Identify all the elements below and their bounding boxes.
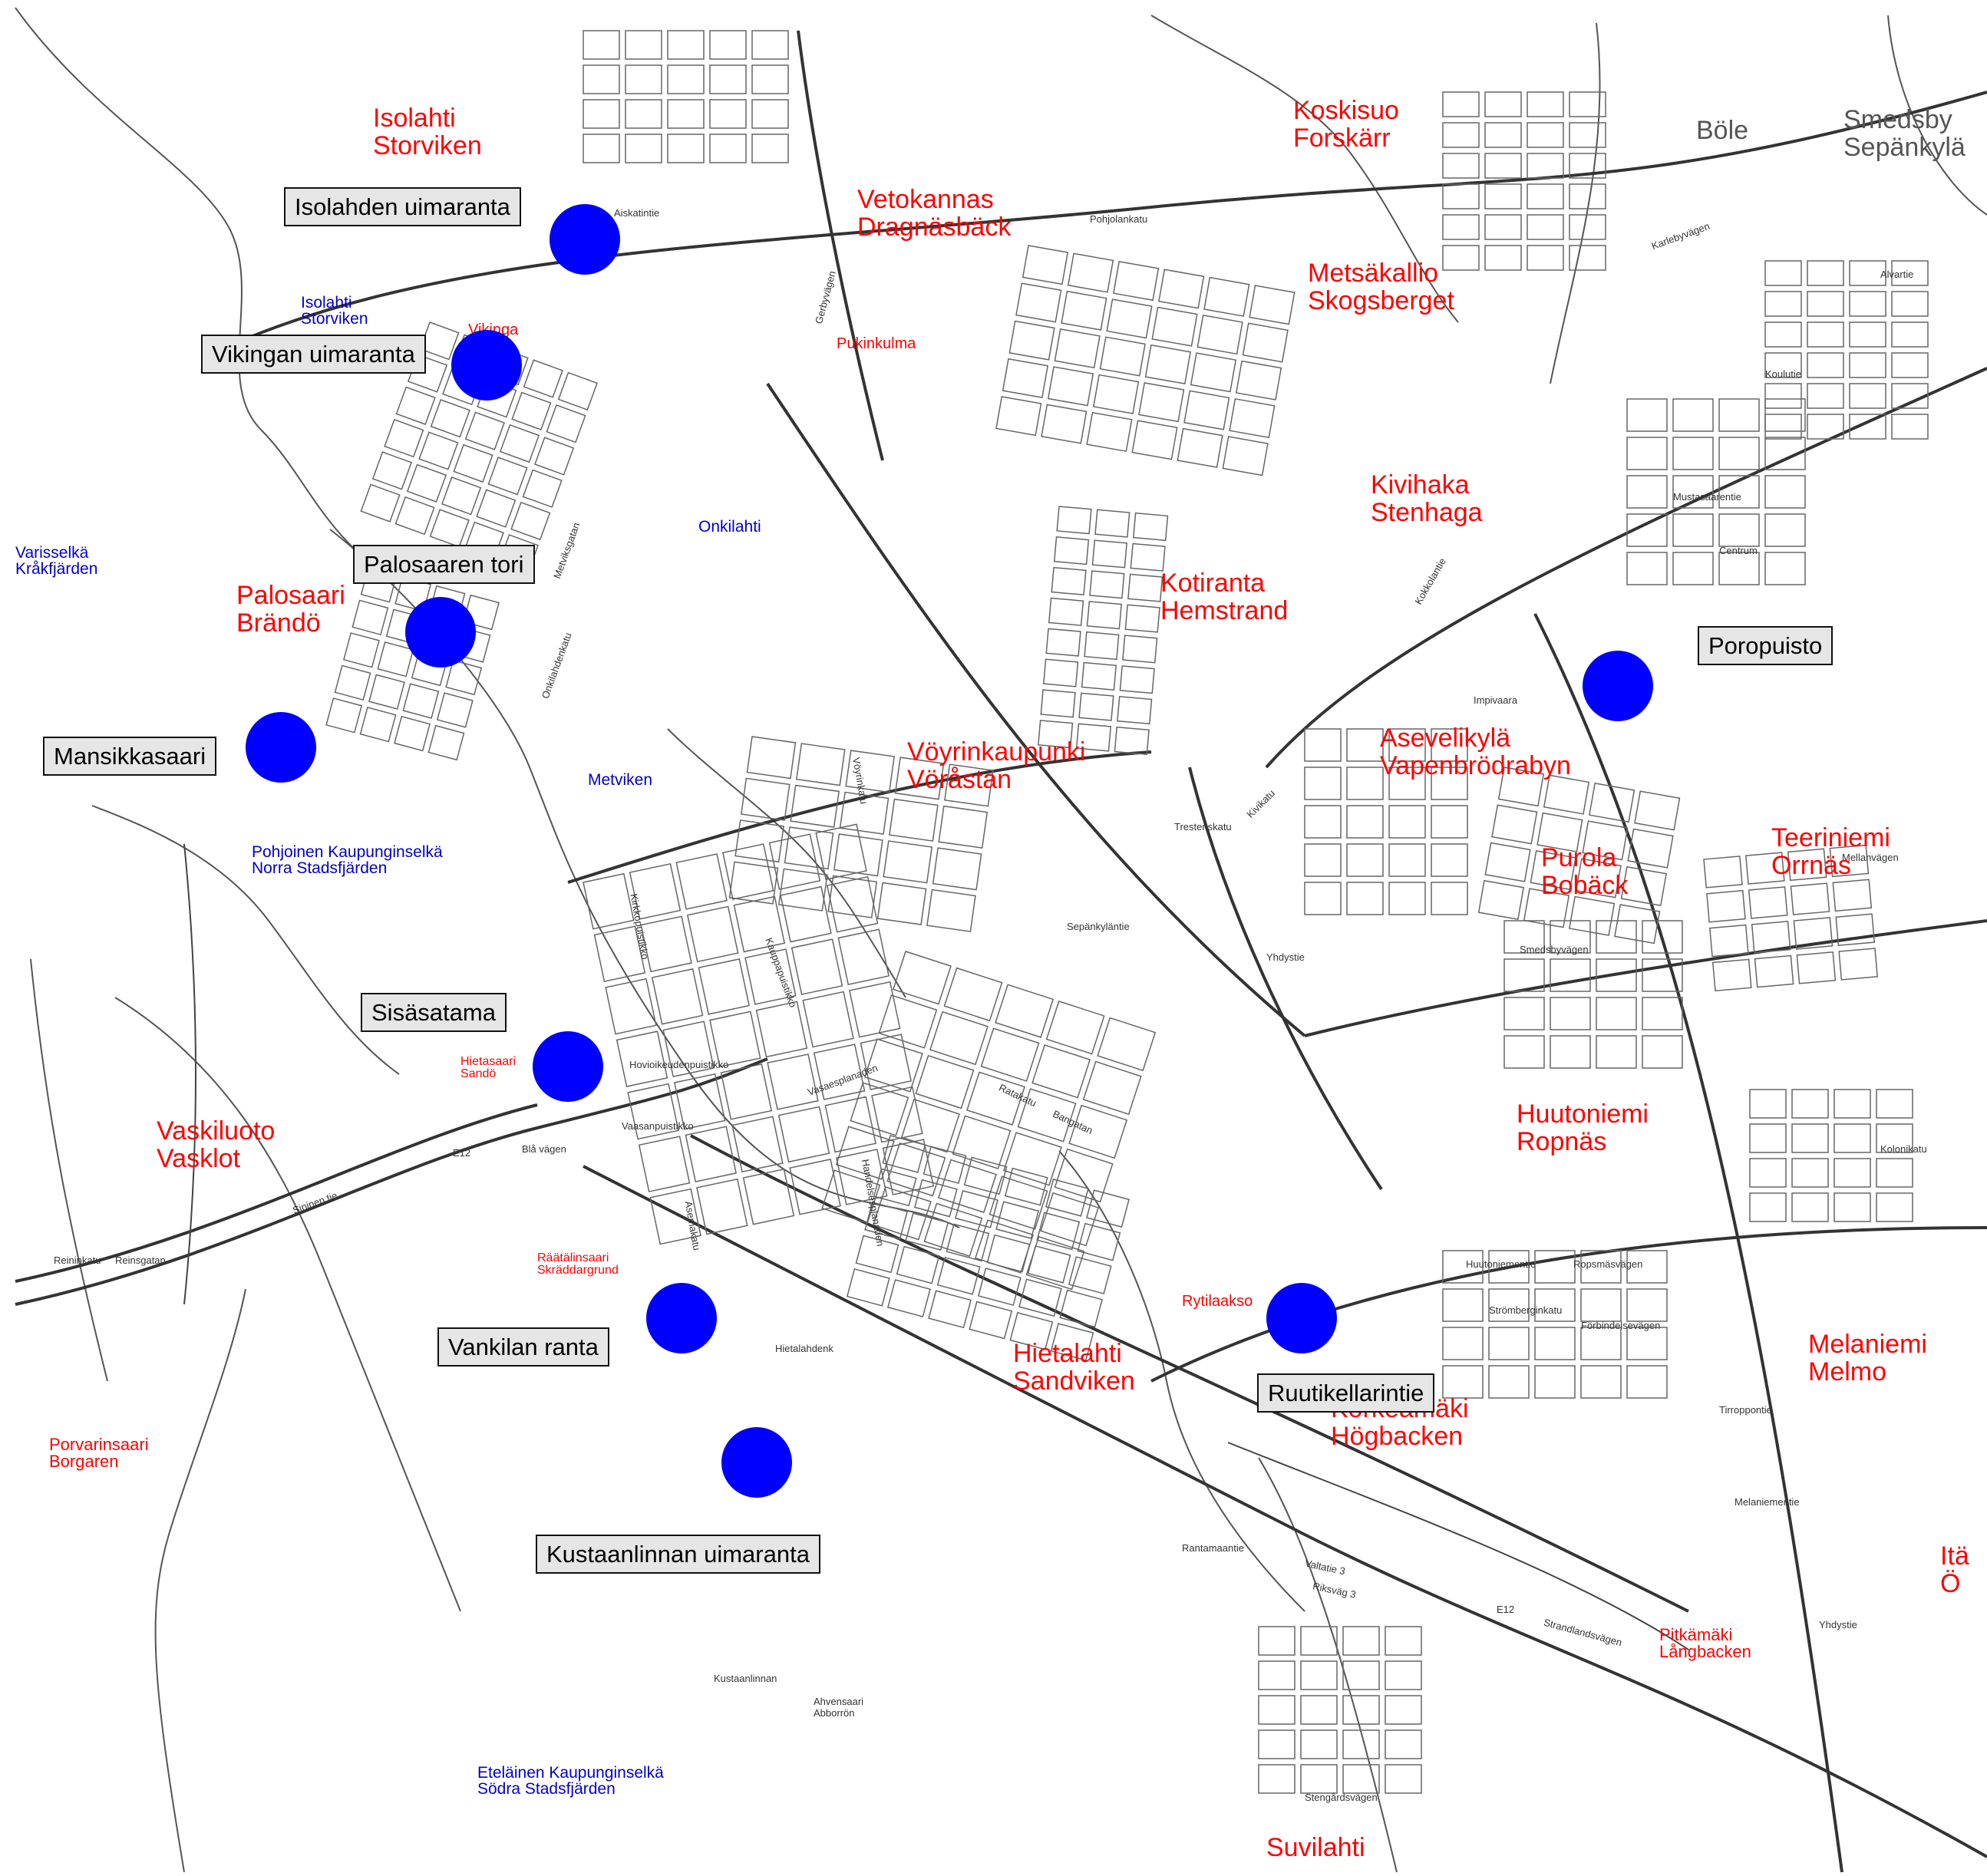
street-label: Mellanvägen bbox=[1842, 852, 1899, 863]
beach-marker-isolahden-uimaranta[interactable] bbox=[550, 204, 620, 275]
beach-marker-sisasatama[interactable] bbox=[533, 1031, 603, 1102]
street-label: Koulutie bbox=[1765, 368, 1801, 380]
beach-marker-palosaaren-tori[interactable] bbox=[405, 597, 476, 668]
beach-marker-ruutikellarintie[interactable] bbox=[1266, 1283, 1337, 1353]
street-label: Centrum bbox=[1719, 545, 1758, 556]
street-label: Trestenskatu bbox=[1174, 821, 1232, 832]
street-label: Reinsgatan bbox=[115, 1255, 166, 1266]
district-bole: Böle bbox=[1696, 116, 1749, 145]
water-onkilahti: Onkilahti bbox=[698, 518, 761, 536]
street-label: Yhdystie bbox=[1266, 951, 1305, 963]
street-label: Blå vägen bbox=[522, 1143, 566, 1155]
beach-marker-poropuisto[interactable] bbox=[1583, 651, 1653, 721]
street-label: Impivaara bbox=[1474, 694, 1518, 706]
street-label: E12 bbox=[453, 1147, 471, 1159]
beach-marker-vikingan-uimaranta[interactable] bbox=[451, 330, 522, 401]
street-label: Strömberginkatu bbox=[1489, 1304, 1563, 1316]
beach-marker-mansikkasaari[interactable] bbox=[246, 712, 316, 783]
street-label: Ropsmäsvägen bbox=[1573, 1258, 1643, 1270]
street-label: Pohjolankatu bbox=[1090, 213, 1148, 225]
street-label: Aiskatintie bbox=[614, 207, 660, 219]
beach-label-mansikkasaari[interactable]: Mansikkasaari bbox=[43, 737, 217, 776]
street-label: Ahvensaari bbox=[814, 1696, 864, 1707]
street-label: E12 bbox=[1497, 1604, 1515, 1615]
street-label: Vaasanpuistikko bbox=[622, 1120, 694, 1132]
beach-label-palosaaren-tori[interactable]: Palosaaren tori bbox=[353, 545, 535, 584]
street-label: Rantamaantie bbox=[1182, 1542, 1244, 1554]
street-label: Yhdystie bbox=[1819, 1619, 1857, 1630]
street-label: Kolonikatu bbox=[1880, 1143, 1927, 1155]
street-label: Mustasaarentie bbox=[1673, 491, 1741, 503]
district-rytilaakso: Rytilaakso bbox=[1182, 1293, 1253, 1310]
beach-label-sisasatama[interactable]: Sisäsatama bbox=[361, 993, 507, 1032]
district-suvilahti: Suvilahti bbox=[1266, 1833, 1365, 1862]
street-label: Smedsbyvägen bbox=[1520, 944, 1589, 955]
beach-marker-kustaanlinnan-uimaranta[interactable] bbox=[721, 1427, 792, 1498]
beach-label-ruutikellarintie[interactable]: Ruutikellarintie bbox=[1257, 1373, 1435, 1413]
beach-marker-vankilan-ranta[interactable] bbox=[646, 1283, 717, 1353]
street-label: Tirroppontie bbox=[1719, 1404, 1772, 1416]
beach-label-isolahden-uimaranta[interactable]: Isolahden uimaranta bbox=[284, 187, 521, 226]
district-pukinkulma: Pukinkulma bbox=[837, 335, 916, 352]
street-label: Alvartie bbox=[1880, 269, 1914, 280]
street-label: Melaniementie bbox=[1734, 1496, 1800, 1508]
beach-label-vikingan-uimaranta[interactable]: Vikingan uimaranta bbox=[201, 335, 426, 374]
street-label: Stengårdsvägen bbox=[1305, 1792, 1378, 1803]
beach-label-kustaanlinnan-uimaranta[interactable]: Kustaanlinnan uimaranta bbox=[536, 1535, 820, 1574]
street-label: Hietalahdenk bbox=[775, 1343, 833, 1354]
street-label: Huutoniementie bbox=[1466, 1258, 1536, 1270]
street-label: Reininkatu bbox=[54, 1255, 101, 1266]
street-label: Förbindelsevägen bbox=[1581, 1320, 1661, 1331]
street-label: Abborrön bbox=[814, 1707, 855, 1719]
beach-label-poropuisto[interactable]: Poropuisto bbox=[1698, 626, 1834, 665]
beach-label-vankilan-ranta[interactable]: Vankilan ranta bbox=[437, 1327, 609, 1367]
street-label: Hovioikeudenpuistikko bbox=[629, 1059, 729, 1070]
street-label: Kustaanlinnan bbox=[714, 1673, 777, 1684]
water-metviken: Metviken bbox=[588, 771, 653, 789]
street-label: Sepänkyläntie bbox=[1067, 921, 1130, 932]
